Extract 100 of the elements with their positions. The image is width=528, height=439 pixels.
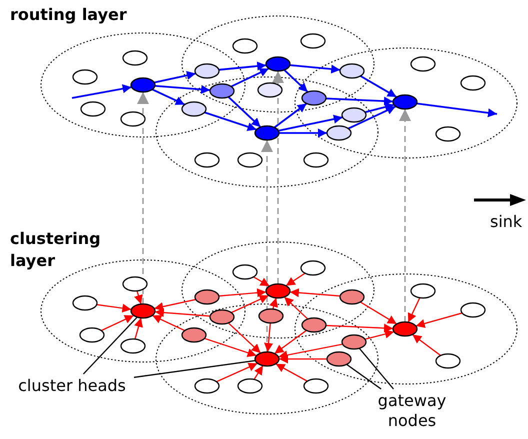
layer-title: clustering layer xyxy=(10,228,102,272)
arrow xyxy=(279,128,327,138)
arrow xyxy=(408,297,420,323)
arrow xyxy=(326,324,394,333)
arrow xyxy=(253,276,270,287)
arrow xyxy=(286,272,306,286)
arrow xyxy=(326,96,394,106)
arrow xyxy=(228,322,261,354)
cluster-head-node xyxy=(392,321,418,337)
sensor-node xyxy=(122,50,148,66)
arrow xyxy=(412,334,441,356)
arrow xyxy=(154,84,210,94)
routing-node xyxy=(341,107,367,123)
arrow xyxy=(216,362,258,382)
arrow xyxy=(101,314,134,332)
arrow xyxy=(274,102,308,128)
sensor-node xyxy=(460,75,486,91)
arrow xyxy=(348,106,396,130)
gateway-node xyxy=(194,289,220,305)
sensor-node xyxy=(79,327,105,343)
arrow xyxy=(416,312,462,328)
routing-node xyxy=(392,94,418,110)
sensor-node xyxy=(120,111,146,127)
dashed-arrow xyxy=(272,71,284,284)
sensor-node xyxy=(303,378,329,394)
arrow xyxy=(254,365,264,380)
routing-node xyxy=(326,125,352,141)
arrow xyxy=(154,71,196,84)
arrow xyxy=(278,344,343,360)
arrow xyxy=(278,114,343,132)
arrow xyxy=(284,296,308,320)
arrow xyxy=(230,68,270,88)
routing-node xyxy=(209,83,235,99)
dashed-arrow xyxy=(399,109,411,322)
sensor-node xyxy=(232,264,258,280)
arrow xyxy=(228,96,262,128)
sensor-node xyxy=(237,378,263,394)
routing-node xyxy=(301,90,327,106)
arrow xyxy=(264,322,273,352)
arrow xyxy=(274,330,307,354)
routing-node xyxy=(181,101,207,117)
cluster-head-node xyxy=(130,303,156,319)
sensor-node xyxy=(194,378,220,394)
sensor-node xyxy=(232,38,258,54)
arrow xyxy=(72,84,132,99)
arrow xyxy=(360,301,398,325)
arrow xyxy=(218,288,266,298)
arrow xyxy=(416,102,498,118)
arrow xyxy=(154,308,210,318)
sensor-node xyxy=(122,276,148,292)
gateway-node xyxy=(339,289,365,305)
callout-label: cluster heads xyxy=(12,376,132,396)
sensor-node xyxy=(80,101,106,117)
callout-label: gateway nodes xyxy=(376,391,448,431)
routing-node xyxy=(254,125,280,141)
dashed-arrow xyxy=(261,140,273,352)
gateway-node xyxy=(209,309,235,325)
layer-title: routing layer xyxy=(10,4,128,26)
leader-line xyxy=(134,360,256,378)
arrow xyxy=(96,304,132,313)
arrow xyxy=(290,64,340,74)
leader-line xyxy=(358,348,394,390)
sensor-node xyxy=(410,283,436,299)
sensor-node xyxy=(300,260,326,276)
sensor-node xyxy=(72,69,98,85)
sensor-node xyxy=(303,152,329,168)
arrow xyxy=(152,88,186,106)
arrow xyxy=(364,102,394,114)
gateway-node xyxy=(181,327,207,343)
direction-label: sink xyxy=(490,211,524,233)
sensor-node xyxy=(460,302,486,318)
arrow xyxy=(290,288,340,298)
dashed-arrow xyxy=(137,92,149,304)
arrow xyxy=(275,363,308,382)
routing-node xyxy=(257,82,283,98)
gateway-node xyxy=(341,334,367,350)
arrow xyxy=(231,294,269,314)
leader-line xyxy=(82,316,138,374)
routing-node xyxy=(130,77,156,93)
routing-node xyxy=(339,63,365,79)
sensor-node xyxy=(300,33,326,49)
sensor-node xyxy=(237,152,263,168)
arrow xyxy=(134,290,143,304)
gateway-node xyxy=(301,317,327,333)
arrow xyxy=(152,314,185,332)
gateway-node xyxy=(326,351,352,367)
sensor-node xyxy=(410,56,436,72)
arrow xyxy=(269,298,278,310)
arrow xyxy=(134,318,143,340)
sensor-node xyxy=(120,338,146,354)
leader-line xyxy=(346,364,382,390)
gateway-node xyxy=(258,308,284,324)
arrow xyxy=(360,75,397,98)
cluster-head-node xyxy=(265,283,291,299)
arrow xyxy=(279,354,327,364)
arrow xyxy=(218,62,266,71)
arrow xyxy=(204,112,257,132)
sensor-node xyxy=(194,152,220,168)
routing-node xyxy=(194,63,220,79)
sensor-node xyxy=(435,126,461,142)
